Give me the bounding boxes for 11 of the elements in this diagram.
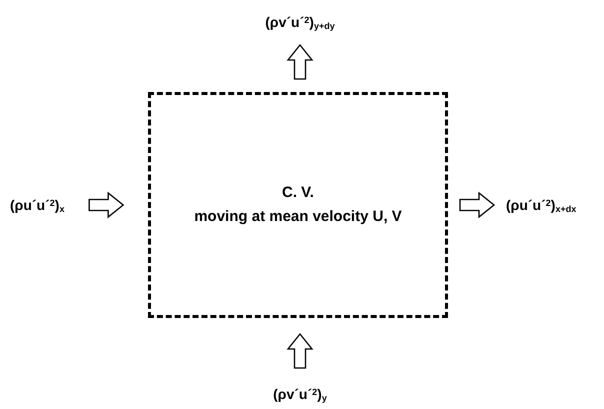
flux-label: (ρu´u´$^{2}$)$_{x}$ [10, 195, 64, 215]
box-subtitle: moving at mean velocity U, V [194, 207, 402, 227]
flux-label: (ρv´u´$^{2}$)$_{y+dy}$ [265, 12, 335, 32]
hollow-arrow [286, 332, 314, 369]
control-volume-box [148, 92, 448, 318]
flux-label: (ρv´u´$^{2}$)$_{y}$ [273, 384, 327, 404]
box-title: C. V. [282, 183, 314, 203]
flux-label: (ρu´u´$^{2}$)$_{x+dx}$ [506, 195, 576, 215]
hollow-arrow [286, 44, 314, 80]
hollow-arrow [88, 192, 124, 218]
hollow-arrow [459, 192, 496, 218]
